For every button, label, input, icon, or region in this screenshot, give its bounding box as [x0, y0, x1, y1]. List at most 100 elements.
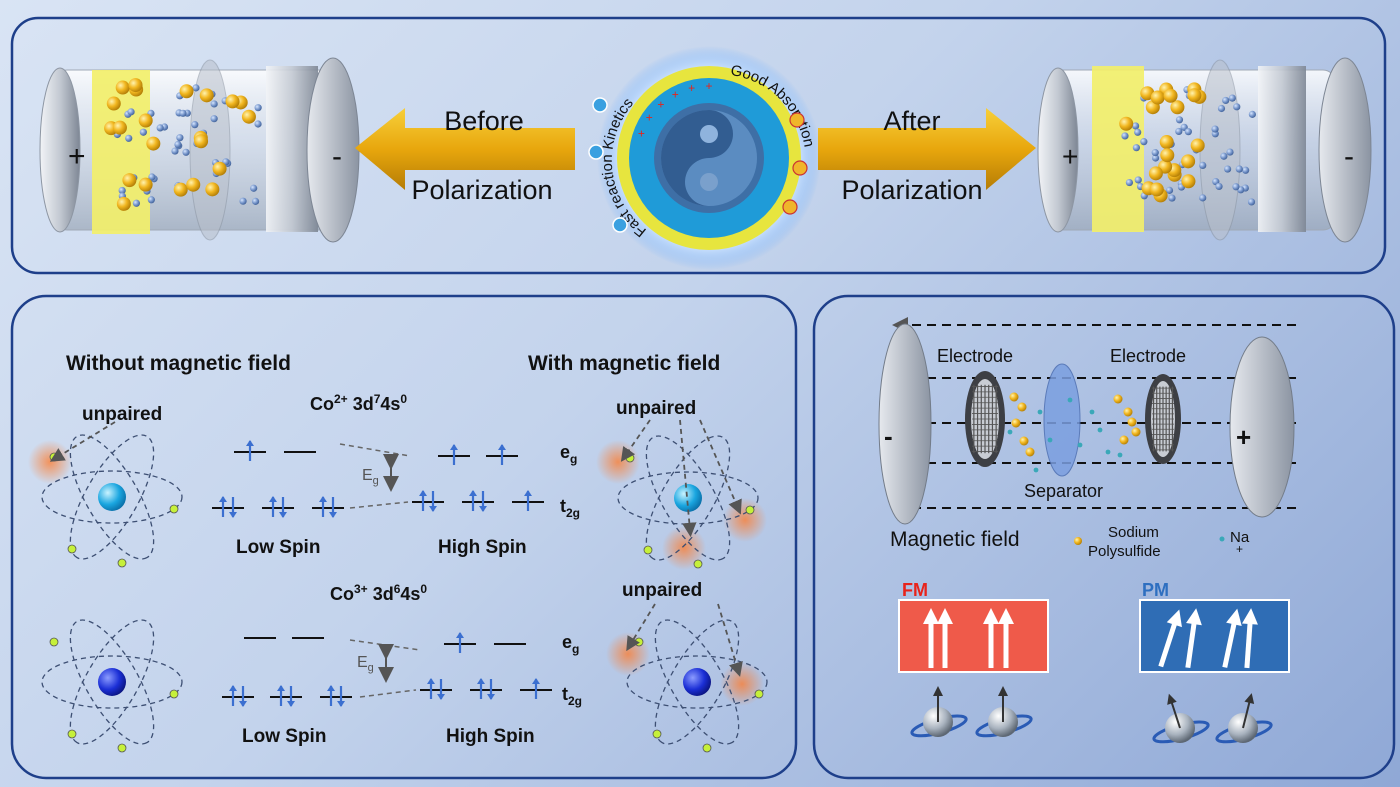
atom-co2-without-orbit: [69, 434, 155, 560]
after-right-na-ion: [1247, 198, 1256, 206]
co2-low-t2g-3-electron-arrowhead: [329, 512, 337, 518]
after-na-ion: [1132, 144, 1140, 152]
sodium-label: Sodium: [1108, 524, 1159, 541]
before-polysulfide: [194, 134, 209, 149]
spin-axis: [1167, 693, 1181, 729]
electrode-label-left: Electrode: [937, 346, 1013, 366]
polysulfide-marker: [782, 199, 798, 215]
atom-co2-without-orbit: [69, 434, 155, 560]
energy-gap-label-1: Eg: [362, 467, 379, 487]
ring-plus-charge: +: [638, 126, 645, 140]
electron-marker: [612, 217, 628, 233]
co3-eg-connector: [349, 639, 421, 651]
polysulfide-particle: [1009, 392, 1019, 402]
polysulfide-particle: [1123, 407, 1133, 417]
atom-co2-without-nucleus: [98, 483, 126, 511]
after-na-ion: [1151, 149, 1159, 157]
atom-co3-with-electron: [702, 743, 712, 753]
sodium-legend-marker: [1074, 537, 1082, 545]
co2-charge: 2+: [334, 392, 348, 406]
negative-electrode-disc: [878, 323, 932, 525]
co2-high-eg-2-electron-arrowhead: [498, 444, 506, 450]
after-right-na-ion: [1211, 125, 1219, 133]
after-right-na-ion: [1224, 165, 1232, 173]
electrode-label-right: Electrode: [1110, 346, 1186, 366]
co3-symbol: Co: [330, 584, 354, 604]
polysulfide-particle: [1017, 402, 1027, 412]
ring-plus-charge: +: [688, 81, 695, 95]
co3-low-t2g-1-electron-arrowhead: [229, 685, 237, 691]
bottom-left-panel: [10, 294, 798, 780]
polysulfide-marker: [789, 112, 805, 128]
ring-plus-charge: +: [657, 97, 664, 111]
spin-arrow-head: [923, 608, 939, 624]
pm-label: PM: [1142, 580, 1169, 600]
cell-particles: [1007, 392, 1141, 473]
after-label: After: [883, 106, 940, 136]
positive-sign: +: [1236, 422, 1251, 452]
before-na-ion: [210, 115, 218, 123]
after-polysulfide: [1187, 88, 1202, 103]
atom-co2-with-orbit: [617, 471, 759, 525]
co3-low-t2g-1-electron-arrowhead: [239, 701, 247, 707]
before-polysulfide: [225, 94, 240, 109]
before-polysulfide: [122, 173, 137, 188]
co2-configuration: Co2+ 3d74s0: [310, 392, 407, 414]
before-na-ion: [251, 197, 260, 205]
before-polysulfide: [179, 84, 194, 99]
after-polysulfide: [1148, 166, 1163, 181]
before-na-ion: [239, 197, 247, 205]
before-na-ion: [191, 121, 199, 129]
co3-low-t2g-2-electron-arrowhead: [287, 701, 295, 707]
after-right-na-ion: [1232, 183, 1240, 191]
co3-4s: 4s: [400, 584, 420, 604]
co2-low-t2g-1-electron-arrowhead: [229, 512, 237, 518]
spin-arrow-shaft: [1244, 619, 1253, 669]
co2-high-t2g-2-electron-arrowhead: [479, 506, 487, 512]
after-na-ion: [1184, 128, 1192, 136]
cell-assembly: - +: [878, 323, 1295, 525]
atom-co2-with-electron: [643, 545, 653, 555]
atom-co3-without-orbit: [41, 655, 183, 709]
unpaired-label-1: unpaired: [82, 404, 162, 425]
particles-before: [104, 78, 262, 211]
spin-axis-head: [1167, 693, 1177, 705]
electron-marker: [592, 97, 608, 113]
top-panel: [10, 16, 1387, 275]
negative-sign: -: [884, 421, 893, 451]
high-spin-label-2: High Spin: [446, 726, 535, 747]
co3-high-t2g-1-electron-arrowhead: [427, 678, 435, 684]
na-legend-marker: [1219, 536, 1225, 542]
without-magnetic-field-title: Without magnetic field: [66, 352, 291, 375]
after-polarization-arrow: After Polarization: [818, 106, 1036, 205]
before-na-ion: [179, 109, 187, 117]
after-na-ion: [1121, 132, 1129, 140]
battery-minus-sign: -: [332, 140, 342, 173]
unpaired-label-3: unpaired: [622, 580, 702, 601]
low-spin-label-1: Low Spin: [236, 537, 320, 558]
after-polysulfide: [1181, 174, 1196, 189]
after-right-na-ion: [1242, 166, 1250, 174]
spin-arrow: [983, 608, 999, 668]
co2-4s: 4s: [380, 394, 400, 414]
after-polysulfide: [1181, 154, 1196, 169]
battery-after-polarization: + -: [1037, 57, 1372, 243]
after-na-ion: [1125, 178, 1134, 187]
before-label: Before: [444, 106, 524, 136]
spin-arrow-shaft: [1222, 619, 1238, 668]
co2-t2g-connector: [349, 501, 409, 509]
atom-co3-without-orbit: [69, 619, 155, 745]
unpaired-pointer-arrow: [620, 419, 651, 462]
co2-low-t2g-1-electron-arrowhead: [219, 496, 227, 502]
after-polysulfide: [1150, 90, 1165, 105]
after-polysulfide: [1149, 182, 1164, 197]
polysulfide-label: Polysulfide: [1088, 543, 1161, 560]
after-na-ion: [1165, 186, 1174, 194]
spin-arrow: [1241, 608, 1258, 669]
before-na-ion: [118, 186, 126, 195]
co2-high-t2g-3-electron-arrowhead: [524, 490, 532, 496]
before-na-ion: [176, 134, 184, 142]
after-right-na-ion: [1199, 194, 1207, 202]
after-na-ion: [1168, 194, 1176, 202]
spin-arrow-shaft: [942, 620, 948, 668]
